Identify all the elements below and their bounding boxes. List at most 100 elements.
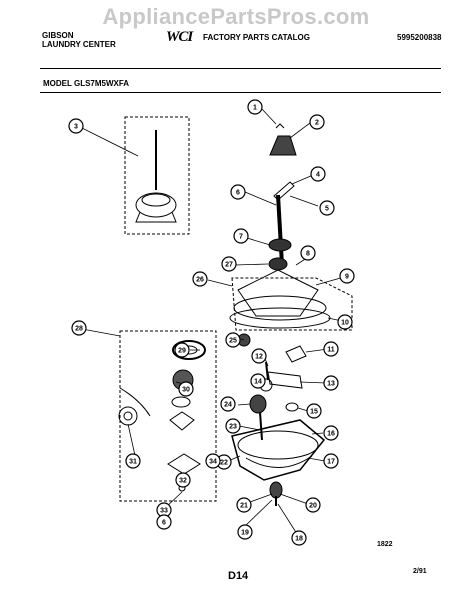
callout-circle (225, 418, 241, 434)
callout-32: 32 (175, 472, 191, 488)
callout-circle (247, 99, 263, 115)
callout-label: 22 (220, 460, 228, 467)
bearing-31 (118, 406, 138, 426)
callout-circle (175, 472, 191, 488)
callout-circle (237, 524, 253, 540)
agitator-cap (269, 135, 297, 156)
callout-label: 18 (295, 536, 303, 543)
brand-product: LAUNDRY CENTER (42, 40, 116, 49)
brand-block: GIBSON LAUNDRY CENTER (42, 31, 116, 49)
callout-circle (250, 373, 266, 389)
callout-24: 24 (220, 396, 236, 412)
callout-15: 15 (306, 403, 322, 419)
callout-34: 34 (205, 453, 221, 469)
callout-circle (300, 245, 316, 261)
callout-31: 31 (125, 453, 141, 469)
callout-18: 18 (291, 530, 307, 546)
callout-label: 32 (179, 478, 187, 485)
watermark: AppliancePartsPros.com (102, 4, 370, 29)
callout-circle (309, 114, 325, 130)
callout-label: 5 (325, 206, 329, 213)
callout-label: 25 (229, 338, 237, 345)
callout-25: 25 (225, 332, 241, 348)
callout-28: 28 (71, 320, 87, 336)
callout-12: 12 (251, 348, 267, 364)
callout-circle (310, 166, 326, 182)
callout-circle (71, 320, 87, 336)
gearcase (231, 419, 326, 481)
transmission-cover (237, 269, 319, 317)
callout-circle (156, 514, 172, 530)
callout-20: 20 (305, 497, 321, 513)
header-rule-bottom (40, 92, 441, 93)
agitator-shaft (276, 194, 284, 266)
callout-label: 15 (310, 409, 318, 416)
gear-23 (249, 394, 267, 414)
seal-34-upper (169, 411, 195, 431)
callout-label: 34 (209, 459, 217, 466)
callout-label: 19 (241, 530, 249, 537)
callout-label: 3 (74, 124, 78, 131)
callout-29: 29 (174, 342, 190, 358)
gasket (229, 307, 331, 329)
model-label: MODEL GLS7M5WXFA (43, 79, 130, 88)
callout-label: 24 (224, 402, 232, 409)
callout-26: 26 (192, 271, 208, 287)
callout-label: 28 (75, 326, 83, 333)
callout-21: 21 (236, 497, 252, 513)
callout-label: 31 (129, 459, 137, 466)
callout-label: 6 (236, 190, 240, 197)
callout-label: 17 (327, 459, 335, 466)
callout-10: 10 (337, 314, 353, 330)
washer-14 (285, 402, 299, 412)
callout-2: 2 (309, 114, 325, 130)
catalog-title: FACTORY PARTS CATALOG (203, 33, 310, 42)
callout-label: 9 (345, 274, 349, 281)
agitator-inset-box (124, 116, 190, 235)
callout-label: 29 (178, 348, 186, 355)
callout-label: 1 (253, 105, 257, 112)
callout-circle (220, 396, 236, 412)
callout-label: 16 (327, 431, 335, 438)
callout-circle (339, 268, 355, 284)
callout-circle (125, 453, 141, 469)
callout-7: 7 (233, 228, 249, 244)
pulley-19 (269, 481, 283, 499)
callout-23: 23 (225, 418, 241, 434)
catalog-number: 5995200838 (397, 33, 442, 42)
callout-circle (178, 381, 194, 397)
callout-8: 8 (300, 245, 316, 261)
callout-circle (323, 341, 339, 357)
transmission-cover-box (231, 277, 353, 331)
callout-circle (323, 375, 339, 391)
callout-label: 33 (160, 508, 168, 515)
callout-group: 1234567891011121314151617181920212223242… (68, 99, 355, 546)
callout-5: 5 (319, 200, 335, 216)
revision-date: 2/91 (413, 568, 427, 575)
callout-circle (251, 348, 267, 364)
callout-27: 27 (221, 256, 237, 272)
crank-12 (267, 371, 303, 389)
bearing-kit-box (119, 330, 217, 502)
callout-label: 6 (162, 520, 166, 527)
callout-circle (306, 403, 322, 419)
callout-label: 2 (315, 120, 319, 127)
bearing-29 (172, 340, 206, 360)
callout-label: 12 (255, 354, 263, 361)
callout-circle (319, 200, 335, 216)
callout-circle (337, 314, 353, 330)
callout-13: 13 (323, 375, 339, 391)
callout-circle (192, 271, 208, 287)
callout-9: 9 (339, 268, 355, 284)
callout-label: 23 (229, 424, 237, 431)
callout-label: 30 (182, 387, 190, 394)
callout-30: 30 (178, 381, 194, 397)
callout-label: 7 (239, 234, 243, 241)
callout-16: 16 (323, 425, 339, 441)
callout-circle (225, 332, 241, 348)
callout-circle (221, 256, 237, 272)
callout-circle (230, 184, 246, 200)
callout-circle (174, 342, 190, 358)
callout-circle (291, 530, 307, 546)
